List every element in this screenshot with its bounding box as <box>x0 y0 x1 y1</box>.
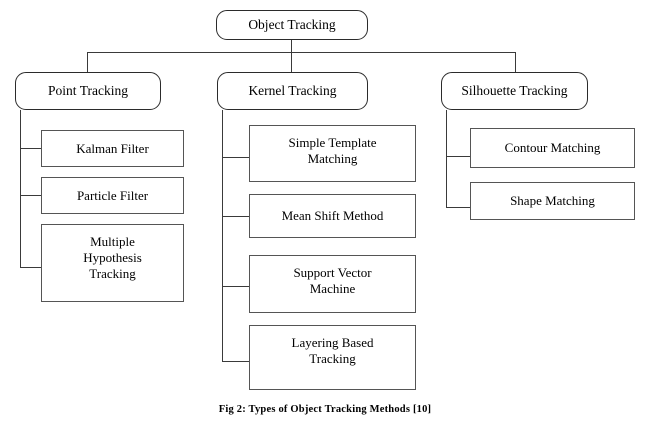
connector-stub-kalman-filter <box>20 148 42 150</box>
node-label: Shape Matching <box>510 193 595 209</box>
node-label: Kalman Filter <box>76 140 149 156</box>
node-layering-based-tracking[interactable]: Layering Based Tracking <box>249 325 416 390</box>
node-label: Kernel Tracking <box>248 82 337 98</box>
node-label: Contour Matching <box>504 140 601 156</box>
connector-stub-support-vector-machine <box>222 286 250 288</box>
node-silhouette-tracking[interactable]: Silhouette Tracking <box>441 72 588 110</box>
node-multiple-hypothesis-tracking[interactable]: Multiple Hypothesis Tracking <box>41 224 184 302</box>
node-label: Simple Template Matching <box>288 135 377 166</box>
node-simple-template-matching[interactable]: Simple Template Matching <box>249 125 416 182</box>
node-shape-matching[interactable]: Shape Matching <box>470 182 635 220</box>
node-label: Object Tracking <box>248 16 336 32</box>
node-kalman-filter[interactable]: Kalman Filter <box>41 130 184 167</box>
node-point-tracking[interactable]: Point Tracking <box>15 72 161 110</box>
connector-spine-kernel-tracking <box>222 110 224 362</box>
connector-spine-silhouette-tracking <box>446 110 448 208</box>
connector-drop-silhouette-tracking <box>515 52 517 73</box>
connector-stub-particle-filter <box>20 195 42 197</box>
connector-stub-layering-based-tracking <box>222 361 250 363</box>
node-kernel-tracking[interactable]: Kernel Tracking <box>217 72 368 110</box>
node-label: Multiple Hypothesis Tracking <box>83 234 142 281</box>
connector-level2-bus <box>87 52 516 54</box>
connector-stub-simple-template-matching <box>222 157 250 159</box>
connector-stub-shape-matching <box>446 207 471 209</box>
node-particle-filter[interactable]: Particle Filter <box>41 177 184 214</box>
node-support-vector-machine[interactable]: Support Vector Machine <box>249 255 416 313</box>
figure-caption: Fig 2: Types of Object Tracking Methods … <box>218 404 432 415</box>
connector-stub-contour-matching <box>446 156 471 158</box>
node-contour-matching[interactable]: Contour Matching <box>470 128 635 168</box>
node-label: Point Tracking <box>48 82 128 98</box>
connector-root-stem <box>291 40 293 53</box>
connector-spine-point-tracking <box>20 110 22 268</box>
connector-drop-kernel-tracking <box>291 52 293 73</box>
node-label: Support Vector Machine <box>293 265 372 296</box>
node-object-tracking[interactable]: Object Tracking <box>216 10 368 40</box>
node-label: Silhouette Tracking <box>461 82 568 98</box>
connector-drop-point-tracking <box>87 52 89 73</box>
node-label: Mean Shift Method <box>281 208 384 224</box>
node-mean-shift-method[interactable]: Mean Shift Method <box>249 194 416 238</box>
connector-stub-multiple-hypothesis-tracking <box>20 267 42 269</box>
node-label: Layering Based Tracking <box>291 335 374 366</box>
connector-stub-mean-shift-method <box>222 216 250 218</box>
node-label: Particle Filter <box>76 187 149 203</box>
